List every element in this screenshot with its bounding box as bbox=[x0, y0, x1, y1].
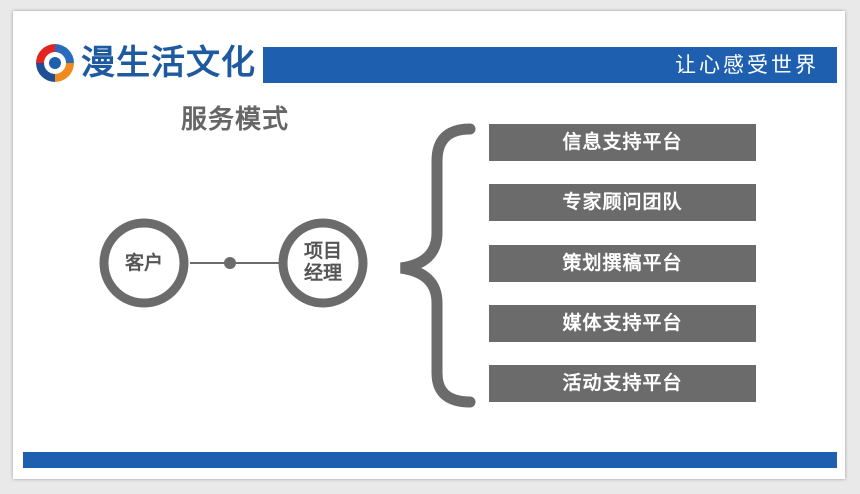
platform-label: 活动支持平台 bbox=[562, 372, 683, 394]
platform-label: 信息支持平台 bbox=[562, 131, 683, 153]
brace-shape bbox=[400, 123, 476, 408]
platform-box: 信息支持平台 bbox=[489, 124, 756, 161]
platform-box: 媒体支持平台 bbox=[489, 305, 756, 342]
manager-circle bbox=[278, 218, 368, 308]
manager-label: 项目 经理 bbox=[283, 240, 363, 284]
platform-label: 专家顾问团队 bbox=[562, 191, 683, 213]
manager-label-line2: 经理 bbox=[303, 262, 342, 284]
client-circle bbox=[99, 218, 189, 308]
section-title: 服务模式 bbox=[181, 105, 290, 135]
slide: 漫生活文化 让心感受世界 服务模式 客户 项目 经理 信息支持平台 专家顾问团队… bbox=[13, 11, 845, 479]
platform-label: 媒体支持平台 bbox=[562, 312, 683, 334]
header-bar: 让心感受世界 bbox=[263, 47, 837, 83]
platform-box: 活动支持平台 bbox=[489, 365, 756, 402]
service-diagram bbox=[99, 123, 476, 408]
client-label: 客户 bbox=[124, 252, 163, 274]
slogan: 让心感受世界 bbox=[675, 53, 819, 77]
platform-box: 策划撰稿平台 bbox=[489, 245, 756, 282]
connector-dot bbox=[224, 257, 236, 269]
brand-logo-icon bbox=[36, 44, 74, 82]
platform-label: 策划撰稿平台 bbox=[562, 252, 683, 274]
footer-bar bbox=[23, 452, 837, 468]
brand-name: 漫生活文化 bbox=[81, 43, 256, 83]
manager-label-line1: 项目 bbox=[303, 240, 342, 262]
platform-box: 专家顾问团队 bbox=[489, 184, 756, 221]
